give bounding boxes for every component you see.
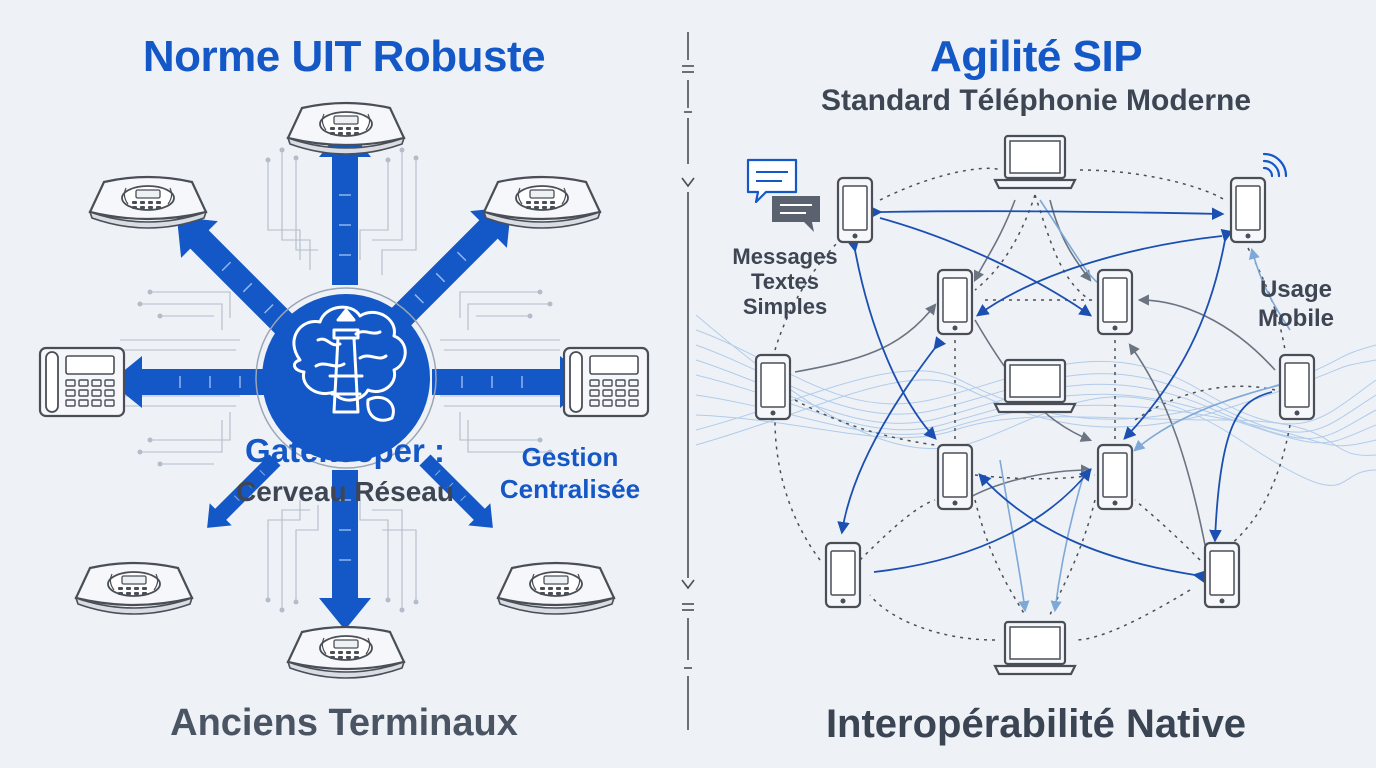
smartphone-right-icon xyxy=(1278,353,1316,421)
circuit-traces xyxy=(120,150,560,610)
mobile-label-line-2: Mobile xyxy=(1258,305,1334,332)
arrow-left xyxy=(109,355,271,409)
circuit-nodes xyxy=(137,147,553,613)
right-bottom-label: Interopérabilité Native xyxy=(825,702,1247,746)
laptop-center-icon xyxy=(993,358,1077,414)
conference-phone-bottom-left-icon xyxy=(74,561,194,616)
messages-label-line-2: Textes xyxy=(750,269,820,294)
messages-label-line-1: Messages xyxy=(732,244,838,269)
mobile-label-line-1: Usage xyxy=(1259,276,1333,303)
mesh-links-blue xyxy=(837,205,1273,583)
conference-phone-top-right-icon xyxy=(482,175,602,230)
smartphone-left-icon xyxy=(754,353,792,421)
smartphone-top-right-icon xyxy=(1229,176,1267,244)
conference-phone-top-left-icon xyxy=(88,175,208,230)
right-title: Agilité SIP xyxy=(929,32,1143,81)
smartphone-low-left-icon xyxy=(936,443,974,511)
smartphone-low-right-icon xyxy=(1096,443,1134,511)
brain-tower-icon xyxy=(292,305,407,422)
smartphone-mid-right-icon xyxy=(1096,268,1134,336)
desk-phone-right-icon xyxy=(562,346,650,418)
chat-bubbles-icon xyxy=(746,158,820,232)
wireless-signal-icon xyxy=(1262,152,1288,178)
gatekeeper-label: Gatekeeper : xyxy=(245,432,445,469)
smartphone-bottom-right-icon xyxy=(1203,541,1241,609)
desk-phone-left-icon xyxy=(38,346,126,418)
right-subtitle: Standard Téléphonie Moderne xyxy=(820,84,1252,117)
smartphone-bottom-left-icon xyxy=(824,541,862,609)
messages-label-line-3: Simples xyxy=(742,294,828,319)
left-bottom-label: Anciens Terminaux xyxy=(170,702,518,744)
smartphone-top-left-icon xyxy=(836,176,874,244)
center-divider xyxy=(681,32,695,730)
gatekeeper-core xyxy=(255,287,437,469)
smartphone-mid-left-icon xyxy=(936,268,974,336)
laptop-top-icon xyxy=(993,134,1077,190)
gatekeeper-sub-label: Cerveau Réseau xyxy=(236,476,454,507)
laptop-bottom-icon xyxy=(993,620,1077,676)
conference-phone-bottom-icon xyxy=(286,625,406,680)
management-label-line-2: Centralisée xyxy=(499,474,641,504)
management-label-line-1: Gestion xyxy=(521,442,619,472)
left-title: Norme UIT Robuste xyxy=(142,32,546,81)
conference-phone-bottom-right-icon xyxy=(496,561,616,616)
